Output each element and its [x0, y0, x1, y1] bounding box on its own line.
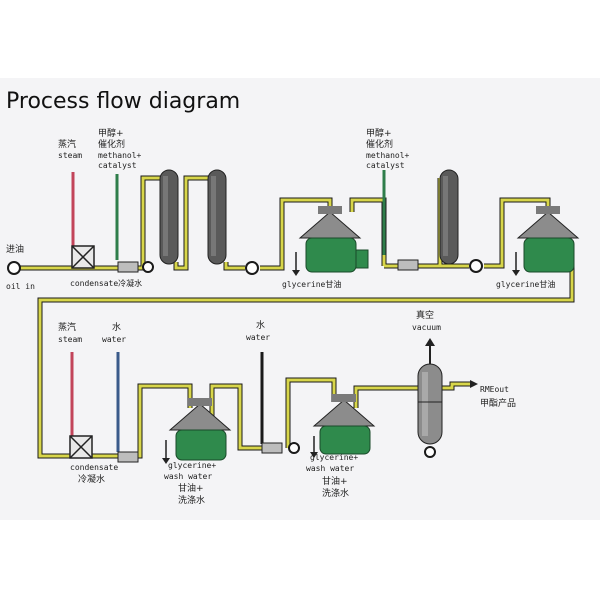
- pump-5: [424, 446, 436, 458]
- inlet-label-en: oil in: [6, 282, 35, 291]
- gw2-arrow: [310, 452, 318, 458]
- water1-label-cn: 水: [112, 321, 121, 333]
- steam1-label-cn: 蒸汽: [58, 138, 76, 150]
- glycerine1-label: glycerine甘油: [282, 279, 341, 289]
- vacuum-arrow: [425, 338, 435, 346]
- inlet-label-cn: 进油: [6, 243, 24, 255]
- pump-3: [469, 259, 483, 273]
- water2-label-cn: 水: [256, 319, 265, 331]
- pipe-network: [20, 175, 575, 459]
- methanol1-label-cn1: 甲醇+: [98, 127, 124, 139]
- separator-3: [168, 398, 232, 461]
- vacuum-label-en: vacuum: [412, 323, 441, 332]
- static-mixer-4: [261, 442, 283, 454]
- steam2-label-en: steam: [58, 335, 82, 344]
- separator-2: [516, 206, 580, 273]
- methanol2-label-en1: methanol+: [366, 151, 410, 160]
- methanol1-label-en2: catalyst: [98, 161, 137, 170]
- main-pipe-row1: [20, 175, 551, 271]
- condensate2-label-en: condensate: [70, 463, 118, 472]
- reactor-column-3: [439, 169, 459, 265]
- heat-exchanger-1: [71, 245, 95, 269]
- gw2-label-cn1: 甘油+: [322, 475, 348, 487]
- rme-label-en: RMEout: [480, 385, 509, 394]
- gw1-label-cn1: 甘油+: [178, 482, 204, 494]
- methanol2-label-en2: catalyst: [366, 161, 405, 170]
- glycerine2-label: glycerine甘油: [496, 279, 555, 289]
- pump-4: [288, 442, 300, 454]
- separator-4: [312, 394, 376, 455]
- methanol2-label-cn1: 甲醇+: [366, 127, 392, 139]
- reactor-column-2: [207, 169, 227, 265]
- vacuum-label-cn: 真空: [416, 309, 434, 321]
- pump-1: [142, 261, 154, 273]
- gw1-label-en1: glycerine+: [168, 461, 216, 470]
- gw1-arrow: [162, 458, 170, 464]
- gw1-label-en2: wash water: [164, 472, 212, 481]
- gw2-label-en2: wash water: [306, 464, 354, 473]
- separator-1: [298, 206, 369, 273]
- methanol1-label-en1: methanol+: [98, 151, 142, 160]
- rme-label-cn: 甲酯产品: [480, 397, 516, 409]
- pump-2: [245, 261, 259, 275]
- static-mixer-2: [397, 259, 419, 271]
- static-mixer-3: [117, 451, 139, 463]
- heat-exchanger-2: [69, 435, 93, 459]
- steam1-label-en: steam: [58, 151, 82, 160]
- water1-label-en: water: [102, 335, 126, 344]
- condensate2-label-cn: 冷凝水: [78, 473, 105, 485]
- gw2-label-cn2: 洗涤水: [322, 487, 349, 499]
- vacuum-dryer: [417, 363, 443, 445]
- condensate1-label: condensate冷凝水: [70, 278, 142, 288]
- water2-label-en: water: [246, 333, 270, 342]
- reactor-column-1: [159, 169, 179, 265]
- glycerine2-arrow: [512, 270, 520, 276]
- methanol1-label-cn2: 催化剂: [98, 138, 125, 150]
- glycerine1-arrow: [292, 270, 300, 276]
- gw1-label-cn2: 洗涤水: [178, 494, 205, 506]
- methanol2-label-cn2: 催化剂: [366, 138, 393, 150]
- page-title: Process flow diagram: [6, 89, 240, 114]
- static-mixer-1: [117, 261, 139, 273]
- rme-arrow: [470, 380, 478, 388]
- steam2-label-cn: 蒸汽: [58, 321, 76, 333]
- gw2-label-en1: glycerine+: [310, 453, 358, 462]
- inlet-nozzle: [7, 261, 21, 275]
